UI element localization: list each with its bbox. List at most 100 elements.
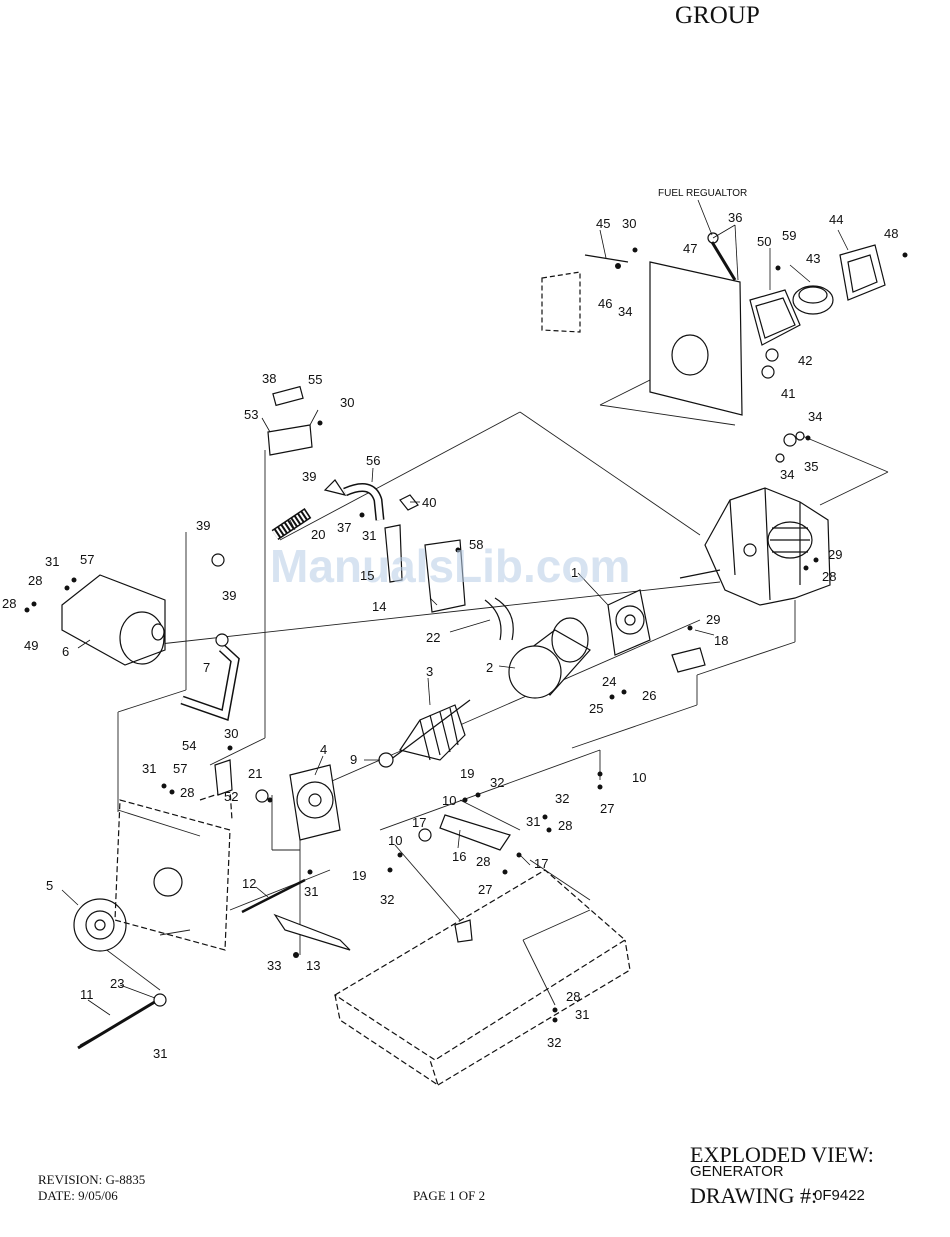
callout-36: 36 bbox=[728, 210, 742, 225]
callout-38: 38 bbox=[262, 371, 276, 386]
callout-16: 16 bbox=[452, 849, 466, 864]
callout-24: 24 bbox=[602, 674, 616, 689]
callout-37: 37 bbox=[337, 520, 351, 535]
callout-10: 10 bbox=[442, 793, 456, 808]
group-title: GROUP bbox=[675, 2, 760, 29]
callout-11: 11 bbox=[80, 987, 94, 1002]
drawing-number-label: DRAWING #: bbox=[690, 1183, 818, 1208]
callout-34b: 34 bbox=[808, 409, 822, 424]
callout-7: 7 bbox=[203, 660, 210, 675]
callout-10c: 10 bbox=[388, 833, 402, 848]
callout-58: 58 bbox=[469, 537, 483, 552]
callout-27b: 27 bbox=[478, 882, 492, 897]
callout-23: 23 bbox=[110, 976, 124, 991]
watermark: ManualsLib.com bbox=[270, 540, 630, 592]
callout-15: 15 bbox=[360, 568, 374, 583]
callout-31d: 31 bbox=[526, 814, 540, 829]
callout-19: 19 bbox=[460, 766, 474, 781]
callout-12: 12 bbox=[242, 876, 256, 891]
callout-2: 2 bbox=[486, 660, 493, 675]
callout-32d: 32 bbox=[547, 1035, 561, 1050]
callout-56: 56 bbox=[366, 453, 380, 468]
callout-34: 34 bbox=[618, 304, 632, 319]
callout-32: 32 bbox=[490, 775, 504, 790]
callout-39: 39 bbox=[302, 469, 316, 484]
callout-33: 33 bbox=[267, 958, 281, 973]
callout-27: 27 bbox=[600, 801, 614, 816]
callout-41: 41 bbox=[781, 386, 795, 401]
callout-47: 47 bbox=[683, 241, 697, 256]
callout-28c: 28 bbox=[822, 569, 836, 584]
callout-32b: 32 bbox=[555, 791, 569, 806]
callout-54: 54 bbox=[182, 738, 196, 753]
callout-31b: 31 bbox=[45, 554, 59, 569]
callout-31: 31 bbox=[362, 528, 376, 543]
callout-22: 22 bbox=[426, 630, 440, 645]
callout-30b: 30 bbox=[340, 395, 354, 410]
callout-29b: 29 bbox=[706, 612, 720, 627]
callout-35: 35 bbox=[804, 459, 818, 474]
callout-57: 57 bbox=[80, 552, 94, 567]
revision-label: REVISION: G-8835 bbox=[38, 1172, 146, 1187]
callout-30: 30 bbox=[622, 216, 636, 231]
callout-20: 20 bbox=[311, 527, 325, 542]
parts bbox=[61, 232, 886, 1087]
callout-40: 40 bbox=[422, 495, 436, 510]
callout-55: 55 bbox=[308, 372, 322, 387]
callout-4: 4 bbox=[320, 742, 327, 757]
callout-31f: 31 bbox=[575, 1007, 589, 1022]
callout-21: 21 bbox=[248, 766, 262, 781]
date-label: DATE: 9/05/06 bbox=[38, 1188, 118, 1203]
callout-14: 14 bbox=[372, 599, 386, 614]
callout-31c: 31 bbox=[142, 761, 156, 776]
drawing-number: 0F9422 bbox=[814, 1187, 865, 1204]
callout-28b: 28 bbox=[2, 596, 16, 611]
callout-49: 49 bbox=[24, 638, 38, 653]
callout-28: 28 bbox=[28, 573, 42, 588]
callout-28g: 28 bbox=[566, 989, 580, 1004]
callout-ticks bbox=[61, 199, 849, 1016]
page-number: PAGE 1 OF 2 bbox=[413, 1188, 486, 1203]
callout-43: 43 bbox=[806, 251, 820, 266]
callout-28f: 28 bbox=[476, 854, 490, 869]
callout-45: 45 bbox=[596, 216, 610, 231]
callout-13: 13 bbox=[306, 958, 320, 973]
callout-31e: 31 bbox=[304, 884, 318, 899]
callout-1: 1 bbox=[571, 565, 578, 580]
callout-18: 18 bbox=[714, 633, 728, 648]
callout-53: 53 bbox=[244, 407, 258, 422]
callout-42: 42 bbox=[798, 353, 812, 368]
callout-32c: 32 bbox=[380, 892, 394, 907]
callout-3: 3 bbox=[426, 664, 433, 679]
callout-19b: 19 bbox=[352, 868, 366, 883]
callout-46: 46 bbox=[598, 296, 612, 311]
exploded-view-subtitle: GENERATOR bbox=[690, 1163, 784, 1180]
callout-57b: 57 bbox=[173, 761, 187, 776]
callout-28e: 28 bbox=[558, 818, 572, 833]
callout-9: 9 bbox=[350, 752, 357, 767]
callout-39b: 39 bbox=[196, 518, 210, 533]
hardware-dots bbox=[24, 247, 908, 1023]
callout-17: 17 bbox=[412, 815, 426, 830]
callout-52: 52 bbox=[224, 789, 238, 804]
callout-48: 48 bbox=[884, 226, 898, 241]
callout-25: 25 bbox=[589, 701, 603, 716]
callout-6: 6 bbox=[62, 644, 69, 659]
callout-44: 44 bbox=[829, 212, 843, 227]
exploded-view-title: EXPLODED VIEW: bbox=[690, 1142, 874, 1167]
callout-50: 50 bbox=[757, 234, 771, 249]
callout-17b: 17 bbox=[534, 856, 548, 871]
callout-28d: 28 bbox=[180, 785, 194, 800]
callout-10b: 10 bbox=[632, 770, 646, 785]
callout-59: 59 bbox=[782, 228, 796, 243]
callout-34c: 34 bbox=[780, 467, 794, 482]
callout-26: 26 bbox=[642, 688, 656, 703]
callout-5: 5 bbox=[46, 878, 53, 893]
callout-31g: 31 bbox=[153, 1046, 167, 1061]
callout-30c: 30 bbox=[224, 726, 238, 741]
fuel-regulator-label: FUEL REGUALTOR bbox=[658, 188, 747, 199]
callout-39c: 39 bbox=[222, 588, 236, 603]
leader-lines bbox=[79, 359, 889, 1046]
part-callouts: 45 30 36 47 50 59 44 48 43 46 34 42 41 3… bbox=[2, 210, 898, 1061]
